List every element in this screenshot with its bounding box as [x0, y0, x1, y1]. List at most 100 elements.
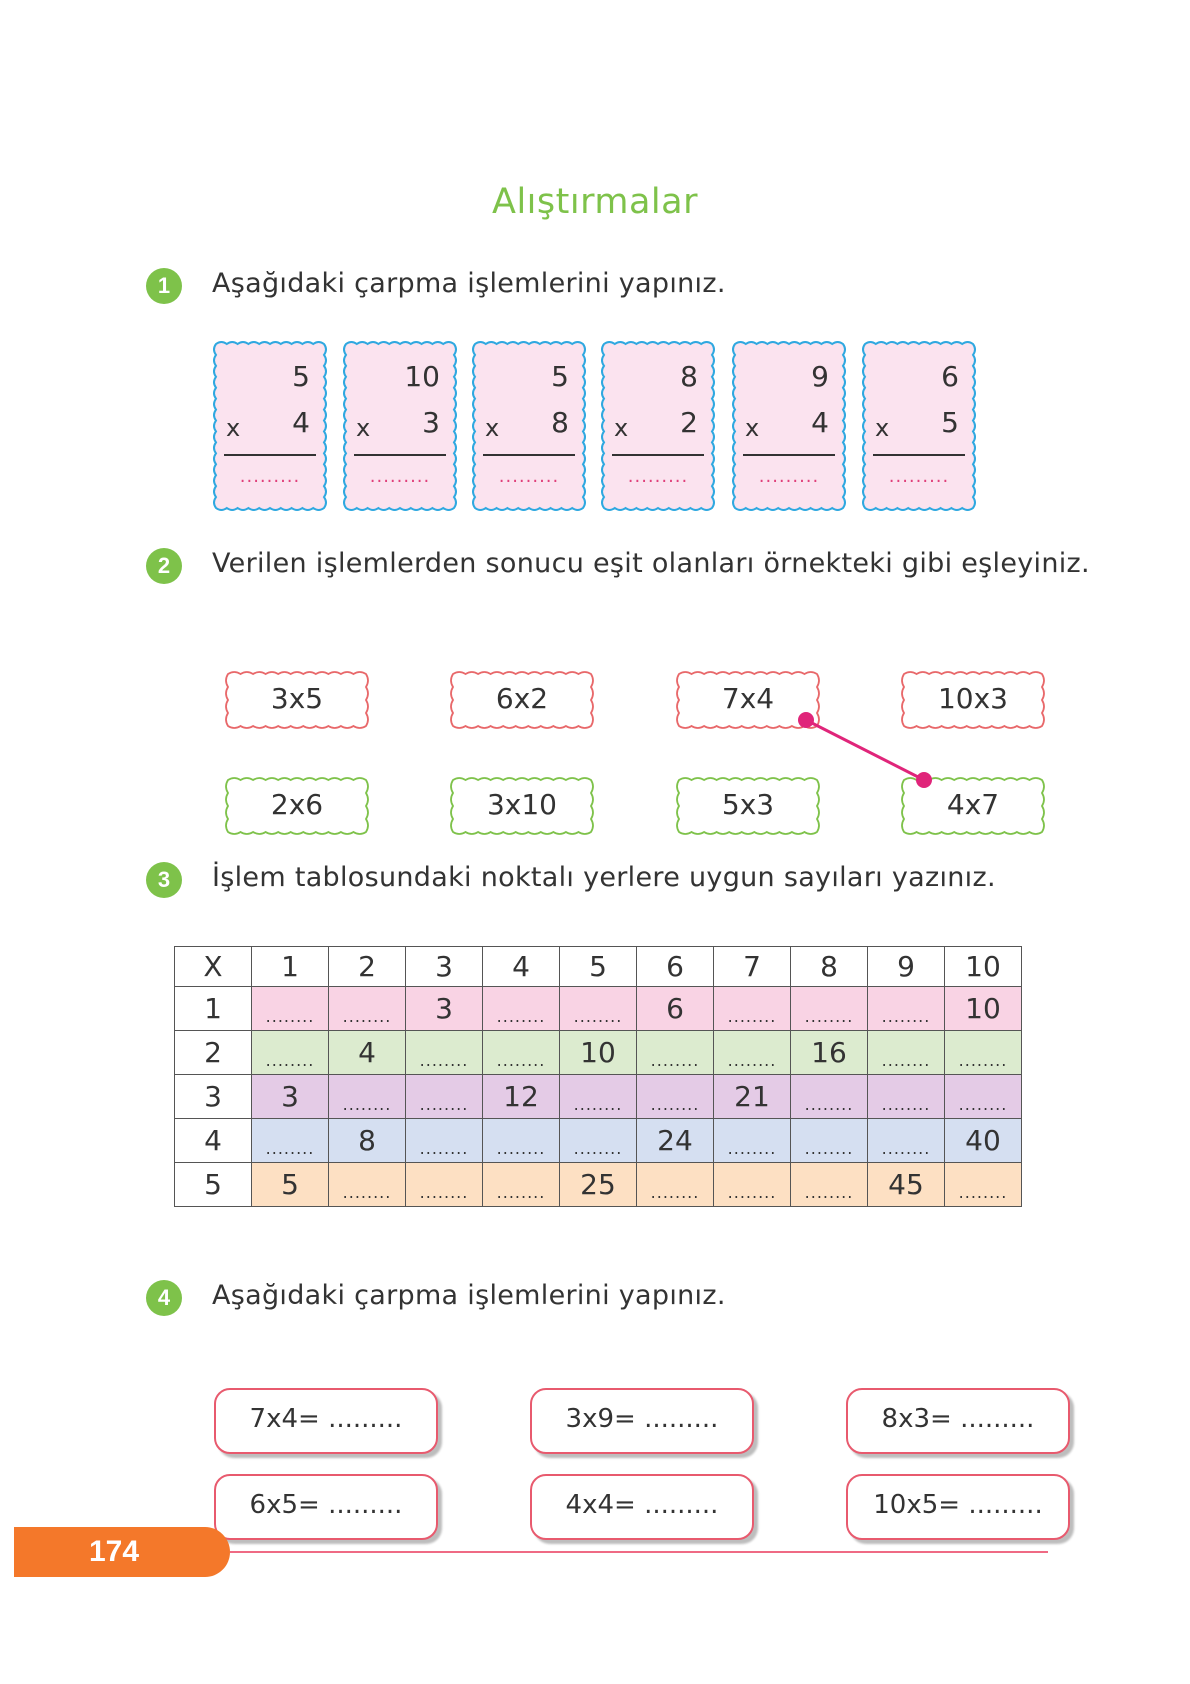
multiplier: 2	[680, 406, 698, 439]
header-cell: 4	[482, 946, 560, 987]
equation-text: 6x5= .........	[249, 1490, 403, 1520]
blank-cell[interactable]: ........	[251, 1118, 329, 1163]
equation-text: 3x9= .........	[565, 1404, 719, 1434]
blank-cell[interactable]: ........	[482, 986, 560, 1031]
row-label: 3	[174, 1074, 252, 1119]
expression-text: 2x6	[270, 788, 324, 821]
blank-cell[interactable]: ........	[713, 1030, 791, 1075]
result-line	[612, 454, 704, 456]
blank-cell[interactable]: ........	[790, 986, 868, 1031]
blank-cell[interactable]: ........	[559, 986, 637, 1031]
blank-cell[interactable]: ........	[713, 986, 791, 1031]
times-sign: x	[614, 414, 629, 442]
times-sign: x	[356, 414, 371, 442]
blank-cell[interactable]: ........	[328, 986, 406, 1031]
blank-cell[interactable]: ........	[944, 1162, 1022, 1207]
blank-cell[interactable]: ........	[867, 1030, 945, 1075]
blank-cell[interactable]: ........	[790, 1074, 868, 1119]
expression-text: 5x3	[721, 788, 775, 821]
blank-cell[interactable]: ........	[251, 1030, 329, 1075]
expression-badge[interactable]: 3x10	[447, 774, 597, 838]
blank-cell[interactable]: ........	[636, 1030, 714, 1075]
answer-blank[interactable]: .........	[888, 466, 950, 487]
value-cell: 3	[251, 1074, 329, 1119]
equation-box[interactable]: 8x3= .........	[846, 1388, 1070, 1454]
value-cell: 25	[559, 1162, 637, 1207]
result-line	[354, 454, 446, 456]
equation-box[interactable]: 6x5= .........	[214, 1474, 438, 1540]
multiplier: 5	[941, 406, 959, 439]
blank-cell[interactable]: ........	[328, 1074, 406, 1119]
multiplicand: 10	[404, 360, 440, 393]
blank-cell[interactable]: ........	[867, 1074, 945, 1119]
equation-box[interactable]: 3x9= .........	[530, 1388, 754, 1454]
blank-cell[interactable]: ........	[559, 1118, 637, 1163]
blank-cell[interactable]: ........	[328, 1162, 406, 1207]
blank-cell[interactable]: ........	[482, 1118, 560, 1163]
answer-blank[interactable]: .........	[627, 466, 689, 487]
blank-cell[interactable]: ........	[405, 1030, 483, 1075]
row-label: 5	[174, 1162, 252, 1207]
multiplicand: 9	[811, 360, 829, 393]
blank-cell[interactable]: ........	[713, 1118, 791, 1163]
blank-cell[interactable]: ........	[867, 986, 945, 1031]
header-cell: 3	[405, 946, 483, 987]
page-number: 174	[88, 1535, 140, 1568]
blank-cell[interactable]: ........	[482, 1162, 560, 1207]
blank-cell[interactable]: ........	[790, 1162, 868, 1207]
answer-blank[interactable]: .........	[369, 466, 431, 487]
result-line	[743, 454, 835, 456]
value-cell: 45	[867, 1162, 945, 1207]
answer-blank[interactable]: .........	[239, 466, 301, 487]
multiplication-card: 10 x 3.........	[343, 341, 457, 511]
expression-badge[interactable]: 6x2	[447, 668, 597, 732]
row-label: 4	[174, 1118, 252, 1163]
expression-badge[interactable]: 7x4	[673, 668, 823, 732]
equation-box[interactable]: 4x4= .........	[530, 1474, 754, 1540]
blank-cell[interactable]: ........	[482, 1030, 560, 1075]
expression-badge[interactable]: 5x3	[673, 774, 823, 838]
expression-badge[interactable]: 10x3	[898, 668, 1048, 732]
question-number-4: 4	[146, 1280, 182, 1316]
blank-cell[interactable]: ........	[713, 1162, 791, 1207]
multiplier: 8	[551, 406, 569, 439]
blank-cell[interactable]: ........	[636, 1074, 714, 1119]
blank-cell[interactable]: ........	[790, 1118, 868, 1163]
blank-cell[interactable]: ........	[636, 1162, 714, 1207]
answer-blank[interactable]: .........	[758, 466, 820, 487]
multiplier: 3	[422, 406, 440, 439]
multiplier: 4	[811, 406, 829, 439]
answer-blank[interactable]: .........	[498, 466, 560, 487]
blank-cell[interactable]: ........	[405, 1074, 483, 1119]
expression-badge[interactable]: 2x6	[222, 774, 372, 838]
blank-cell[interactable]: ........	[944, 1030, 1022, 1075]
blank-cell[interactable]: ........	[405, 1118, 483, 1163]
result-line	[483, 454, 575, 456]
row-label: 2	[174, 1030, 252, 1075]
header-cell: 10	[944, 946, 1022, 987]
value-cell: 10	[559, 1030, 637, 1075]
equation-box[interactable]: 7x4= .........	[214, 1388, 438, 1454]
blank-cell[interactable]: ........	[251, 986, 329, 1031]
equation-text: 10x5= .........	[873, 1490, 1043, 1520]
value-cell: 12	[482, 1074, 560, 1119]
blank-cell[interactable]: ........	[944, 1074, 1022, 1119]
header-cell: X	[174, 946, 252, 987]
header-cell: 7	[713, 946, 791, 987]
blank-cell[interactable]: ........	[867, 1118, 945, 1163]
table-row: 4........8........................24....…	[174, 1118, 1022, 1163]
expression-badge[interactable]: 3x5	[222, 668, 372, 732]
row-label: 1	[174, 986, 252, 1031]
equation-text: 8x3= .........	[881, 1404, 1035, 1434]
expression-badge[interactable]: 4x7	[898, 774, 1048, 838]
blank-cell[interactable]: ........	[559, 1074, 637, 1119]
blank-cell[interactable]: ........	[405, 1162, 483, 1207]
value-cell: 40	[944, 1118, 1022, 1163]
equation-box[interactable]: 10x5= .........	[846, 1474, 1070, 1540]
value-cell: 16	[790, 1030, 868, 1075]
header-cell: 9	[867, 946, 945, 987]
